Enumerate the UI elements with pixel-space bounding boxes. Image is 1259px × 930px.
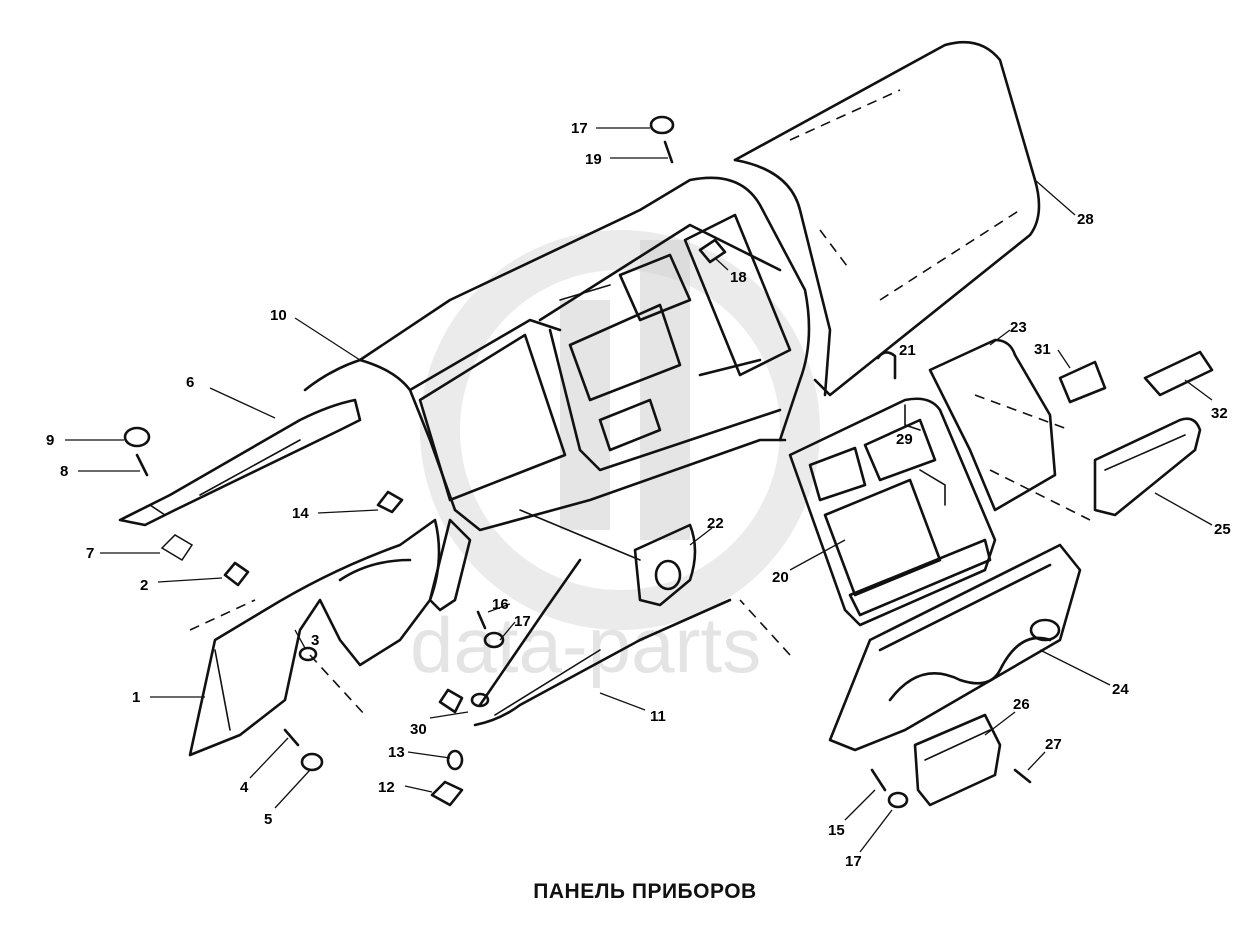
callout-18: 18 (730, 269, 747, 286)
part-25-glovebox-lid (1093, 417, 1202, 517)
callouts: 1 2 3 4 5 6 7 8 9 10 11 12 13 14 15 16 1… (46, 120, 1231, 870)
watermark-text: data-parts (410, 601, 761, 689)
callout-8: 8 (60, 463, 68, 480)
part-2-clip (223, 561, 250, 587)
part-6-side-panel (118, 398, 362, 527)
part-19-screw (663, 140, 674, 164)
callout-3: 3 (311, 632, 319, 649)
part-21-clip (876, 351, 897, 380)
callout-22: 22 (707, 515, 724, 532)
callout-32: 32 (1211, 405, 1228, 422)
callout-11: 11 (650, 708, 666, 725)
part-9-cap (123, 426, 151, 448)
part-31-switch (1058, 360, 1107, 404)
part-26-ashtray (913, 713, 1002, 807)
part-32-switch (1143, 350, 1214, 397)
callout-17-bottom: 17 (845, 853, 862, 870)
part-28-upper-cover (733, 40, 1041, 397)
callout-17-top: 17 (571, 120, 588, 137)
callout-5: 5 (264, 811, 272, 828)
callout-6: 6 (186, 374, 194, 391)
callout-7: 7 (86, 545, 94, 562)
part-3-nut (298, 646, 318, 662)
part-1-lower-cover (188, 518, 441, 757)
callout-2: 2 (140, 577, 148, 594)
part-29-marker (904, 404, 921, 431)
callout-24: 24 (1112, 681, 1129, 698)
callout-15: 15 (828, 822, 845, 839)
callout-4: 4 (240, 779, 249, 796)
part-17-cap-a (649, 115, 675, 135)
part-4-screw (283, 728, 300, 747)
callout-23: 23 (1010, 319, 1027, 336)
leader-lines (65, 127, 1213, 853)
part-24-lower-console (739, 543, 1082, 752)
callout-25: 25 (1214, 521, 1231, 538)
callout-17-mid: 17 (514, 613, 531, 630)
part-18-clip (698, 238, 727, 264)
callout-14: 14 (292, 505, 309, 522)
callout-10: 10 (270, 307, 287, 324)
part-15-screw (870, 768, 887, 792)
callout-27: 27 (1045, 736, 1062, 753)
part-27-bolt (1013, 768, 1032, 784)
part-17-cap-b (483, 631, 505, 649)
part-17-cap-c (887, 791, 909, 809)
callout-19: 19 (585, 151, 602, 168)
part-8-screw (135, 453, 149, 477)
part-20-center-bezel (788, 397, 997, 627)
part-10-main-panel (303, 176, 811, 612)
callout-20: 20 (772, 569, 789, 586)
part-7-clip (160, 534, 194, 562)
callout-13: 13 (388, 744, 405, 761)
diagram-caption: ПАНЕЛЬ ПРИБОРОВ (533, 880, 757, 903)
part-12-plate (430, 780, 464, 807)
part-30-nut (470, 692, 490, 708)
callout-28: 28 (1077, 211, 1094, 228)
part-14-clip (376, 490, 404, 514)
callout-12: 12 (378, 779, 395, 796)
callout-29: 29 (896, 431, 913, 448)
callout-21: 21 (899, 342, 916, 359)
callout-26: 26 (1013, 696, 1030, 713)
callout-30: 30 (410, 721, 427, 738)
part-23-right-panel (928, 338, 1091, 521)
callout-31: 31 (1034, 341, 1051, 358)
part-13-cap (446, 749, 464, 771)
watermark: data-parts (410, 230, 820, 689)
part-11-lower-bracket (473, 558, 732, 727)
callout-9: 9 (46, 432, 54, 449)
callout-1: 1 (132, 689, 140, 706)
part-5-cap (300, 752, 324, 772)
callout-16: 16 (492, 596, 509, 613)
part-16-screw (476, 610, 487, 630)
part-22-bracket (519, 509, 697, 607)
part-30-bracket (438, 688, 464, 714)
